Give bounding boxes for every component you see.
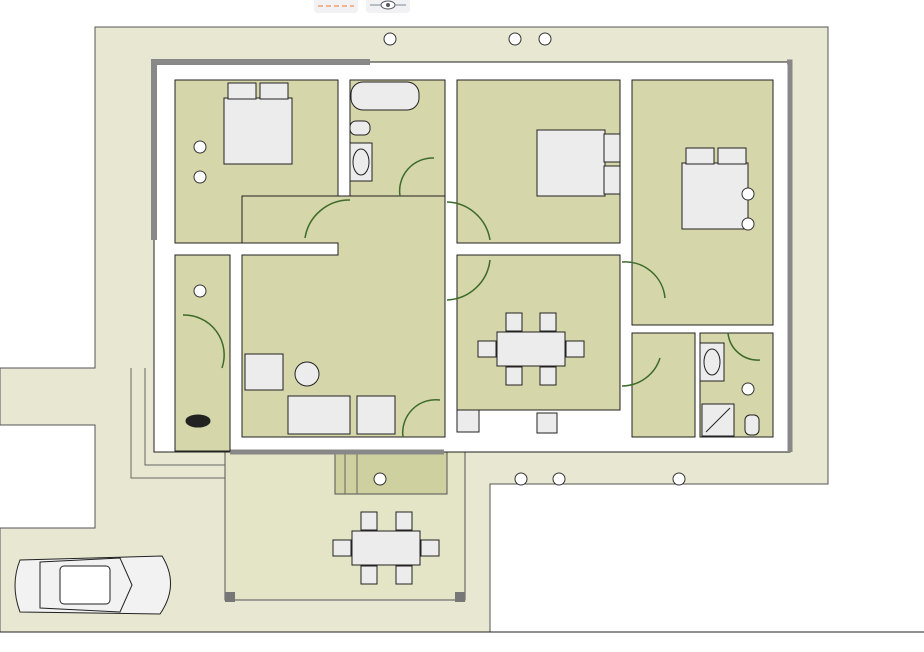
armchair <box>244 353 284 391</box>
stove <box>456 409 480 433</box>
double-bed <box>223 97 293 165</box>
dimension-tool-button[interactable] <box>314 0 358 13</box>
dining-table <box>351 530 421 566</box>
chairs <box>332 511 440 585</box>
dog <box>185 414 211 428</box>
furniture <box>14 81 760 615</box>
rooms <box>174 79 774 452</box>
car <box>14 555 171 615</box>
dining-table <box>496 331 566 367</box>
toilet <box>744 414 760 436</box>
double-bed <box>536 129 606 197</box>
storage <box>631 332 696 438</box>
sink <box>536 412 558 434</box>
eye-icon <box>370 0 406 10</box>
visibility-button[interactable] <box>366 0 410 13</box>
round-table <box>294 361 320 387</box>
washbasin <box>703 348 721 376</box>
sofa <box>287 395 351 435</box>
washbasin <box>352 148 370 176</box>
living-hall <box>241 195 446 438</box>
electrical-outlets <box>193 32 755 486</box>
chairs <box>477 312 585 386</box>
armchair <box>356 395 396 435</box>
double-bed <box>681 162 749 230</box>
door-arcs <box>182 157 761 438</box>
dashed-line-icon <box>318 5 354 7</box>
bathtub <box>350 81 420 111</box>
bidet <box>349 120 371 136</box>
